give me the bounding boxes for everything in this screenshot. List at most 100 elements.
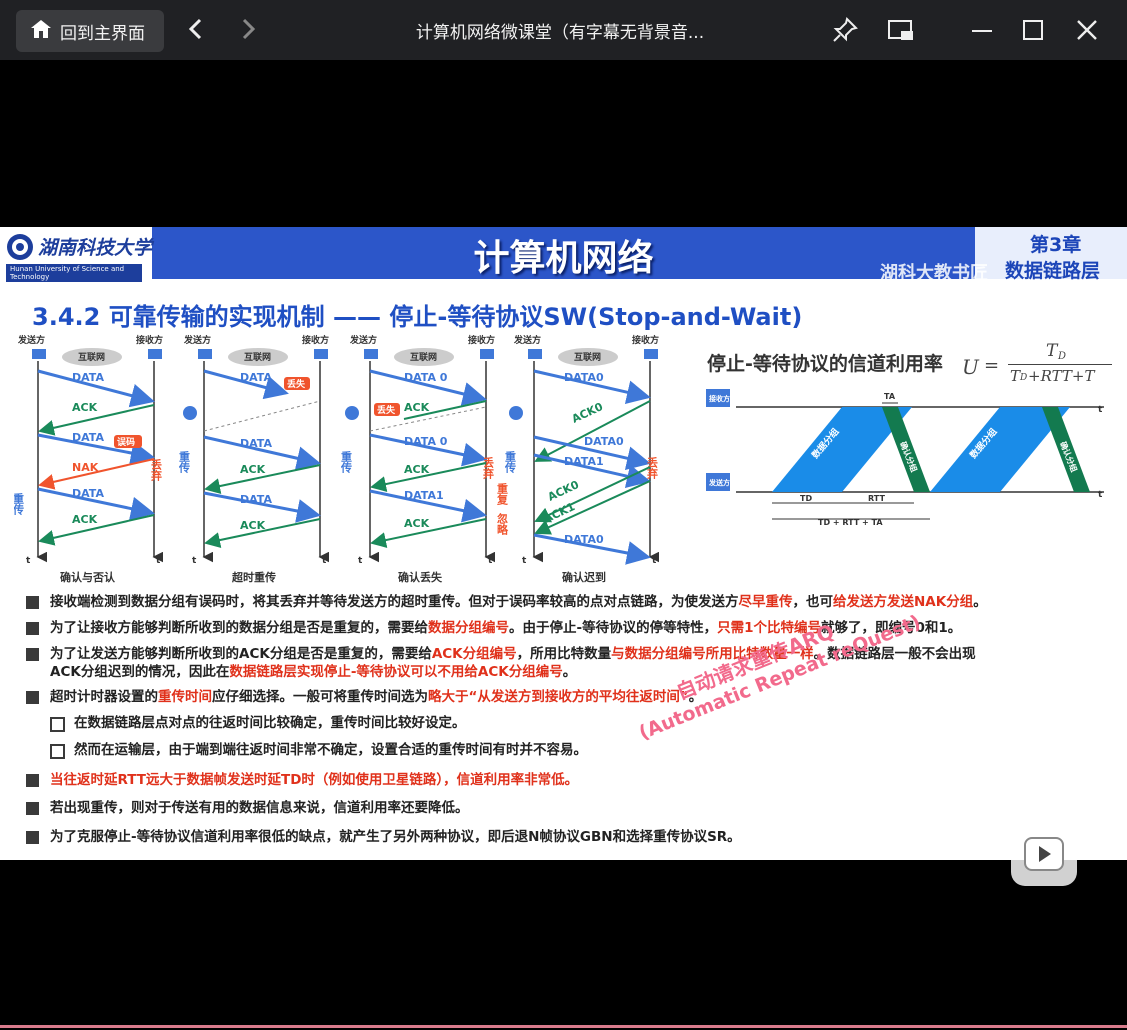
home-icon <box>30 19 52 44</box>
bullet-square-icon <box>26 648 39 661</box>
svg-text:超时重传: 超时重传 <box>231 570 276 584</box>
bullet-text: 超时计时器设置的重传时间应仔细选择。一般可将重传时间选为略大于“从发送方到接收方… <box>50 689 703 705</box>
svg-text:丢失: 丢失 <box>377 404 396 416</box>
slide-main-title: 计算机网络 <box>473 238 654 279</box>
bullet-square-icon <box>26 802 39 815</box>
home-button[interactable]: 回到主界面 <box>16 10 164 52</box>
svg-text:确认丢失: 确认丢失 <box>398 570 443 584</box>
bullet-text: 接收端检测到数据分组有误码时，将其丢弃并等待发送方的超时重传。但对于误码率较高的… <box>50 594 987 610</box>
svg-text:重传: 重传 <box>14 492 25 516</box>
video-frame[interactable]: 湖南科技大学 Hunan University of Science and T… <box>0 227 1127 860</box>
svg-text:丢弃: 丢弃 <box>646 456 660 480</box>
bullet-text: 当往返时延RTT远大于数据帧发送时延TD时（例如使用卫星链路），信道利用率非常低… <box>50 772 579 788</box>
svg-text:丢弃: 丢弃 <box>150 458 164 482</box>
svg-text:DATA0: DATA0 <box>564 371 604 384</box>
bullet-text: 在数据链路层点对点的往返时间比较确定，重传时间比较好设定。 <box>74 715 466 731</box>
svg-text:ACK: ACK <box>404 463 430 476</box>
svg-text:互联网: 互联网 <box>574 351 601 363</box>
svg-text:接收方: 接收方 <box>468 334 495 346</box>
university-logo: 湖南科技大学 Hunan University of Science and T… <box>0 227 156 282</box>
svg-text:t: t <box>322 556 327 566</box>
stop-and-wait-diagrams: 发送方 接收方 互联网 DATA ACK DATA 误码 丢弃 NAK 重传 <box>14 334 660 584</box>
svg-text:t: t <box>488 556 493 566</box>
bullet-square-icon <box>26 831 39 844</box>
utilization-timing-diagram: 接收方 t 发送方 t 数据分组 确认分组 数据分组 确认分组 TA TD RT… <box>706 389 1104 527</box>
window-titlebar: 回到主界面 计算机网络微课堂（有字幕无背景音... <box>0 0 1127 60</box>
chevron-left-icon[interactable] <box>188 18 204 46</box>
svg-text:互联网: 互联网 <box>78 351 105 363</box>
svg-text:丢弃: 丢弃 <box>482 456 496 480</box>
section-title: 3.4.2 可靠传输的实现机制 —— 停止-等待协议SW(Stop-and-Wa… <box>32 303 803 331</box>
svg-text:ACK0: ACK0 <box>570 400 606 426</box>
diagram-ack-nak: 发送方 接收方 互联网 DATA ACK DATA 误码 丢弃 NAK 重传 <box>14 334 163 584</box>
bullet-square-icon <box>26 774 39 787</box>
ack-packet-1 <box>882 407 930 492</box>
bullet-text: ACK分组迟到的情况，因此在数据链路层实现停止-等待协议可以不用给ACK分组编号… <box>50 664 577 680</box>
svg-text:ACK: ACK <box>72 513 98 526</box>
svg-text:接收方: 接收方 <box>632 334 659 346</box>
svg-text:确认与否认: 确认与否认 <box>60 570 116 584</box>
svg-text:DATA: DATA <box>72 371 104 384</box>
bullet-square-icon <box>26 596 39 609</box>
svg-text:DATA: DATA <box>72 431 104 444</box>
play-icon <box>1024 837 1064 871</box>
svg-text:t: t <box>522 556 527 566</box>
svg-text:互联网: 互联网 <box>410 351 437 363</box>
ack-packet-2 <box>1042 407 1090 492</box>
svg-text:t: t <box>26 556 31 566</box>
picture-in-picture-icon[interactable] <box>887 16 915 44</box>
svg-text:接收方: 接收方 <box>709 394 730 403</box>
svg-text:DATA: DATA <box>72 487 104 500</box>
data-packet-2 <box>930 407 1070 492</box>
bullet-text: 为了克服停止-等待协议信道利用率很低的缺点，就产生了另外两种协议，即后退N帧协议… <box>50 829 741 845</box>
progress-bar[interactable] <box>0 1025 1127 1028</box>
data-packet-1 <box>772 407 912 492</box>
minimize-icon[interactable] <box>968 16 996 44</box>
svg-text:TA: TA <box>884 392 896 401</box>
svg-text:DATA1: DATA1 <box>404 489 444 502</box>
bullet-text: 然而在运输层，由于端到端往返时间非常不确定，设置合适的重传时间有时并不容易。 <box>74 742 587 758</box>
svg-text:t: t <box>192 556 197 566</box>
svg-text:发送方: 发送方 <box>708 478 730 487</box>
svg-text:NAK: NAK <box>72 461 99 474</box>
svg-text:TD: TD <box>800 494 812 503</box>
svg-text:DATA0: DATA0 <box>564 533 604 546</box>
svg-text:确认迟到: 确认迟到 <box>562 570 606 584</box>
svg-text:t: t <box>1098 405 1103 415</box>
svg-text:ACK: ACK <box>240 463 266 476</box>
svg-text:丢失: 丢失 <box>287 378 306 390</box>
pin-icon[interactable] <box>831 16 859 44</box>
utilization-label: 停止-等待协议的信道利用率 <box>707 353 943 375</box>
chapter-name: 数据链路层 <box>1005 260 1101 282</box>
svg-text:DATA: DATA <box>240 371 272 384</box>
svg-text:误码: 误码 <box>117 436 135 448</box>
close-icon[interactable] <box>1073 16 1101 44</box>
svg-text:t: t <box>652 556 657 566</box>
chapter-number: 第3章 <box>1030 234 1082 256</box>
chapter-box: 第3章 数据链路层 <box>975 227 1127 282</box>
svg-text:接收方: 接收方 <box>136 334 163 346</box>
svg-text:DATA 0: DATA 0 <box>404 435 448 448</box>
diagram-timeout: 发送方 接收方 互联网 DATA 丢失 重传 DATA ACK DATA <box>178 334 330 584</box>
svg-text:t: t <box>1098 490 1103 500</box>
svg-text:ACK: ACK <box>240 519 266 532</box>
svg-text:互联网: 互联网 <box>244 351 271 363</box>
svg-text:接收方: 接收方 <box>302 334 329 346</box>
checkbox-square-icon <box>50 744 65 759</box>
svg-text:发送方: 发送方 <box>183 334 211 346</box>
window-title: 计算机网络微课堂（有字幕无背景音... <box>415 23 705 43</box>
maximize-icon[interactable] <box>1019 16 1047 44</box>
watermark: 湖科大教书匠 <box>880 263 988 284</box>
svg-text:ACK: ACK <box>404 401 430 414</box>
chevron-right-icon[interactable] <box>240 18 256 46</box>
bullet-text: 若出现重传，则对于传送有用的数据信息来说，信道利用率还要降低。 <box>50 800 469 816</box>
play-button[interactable] <box>1011 820 1077 886</box>
svg-text:t: t <box>358 556 363 566</box>
svg-text:重复: 重复 <box>496 482 510 506</box>
svg-text:ACK: ACK <box>404 517 430 530</box>
logo-subtitle: Hunan University of Science and Technolo… <box>6 264 142 282</box>
svg-text:DATA0: DATA0 <box>584 435 624 448</box>
svg-text:重传: 重传 <box>178 450 192 474</box>
svg-text:ACK0: ACK0 <box>546 478 582 504</box>
svg-text:DATA1: DATA1 <box>564 455 604 468</box>
